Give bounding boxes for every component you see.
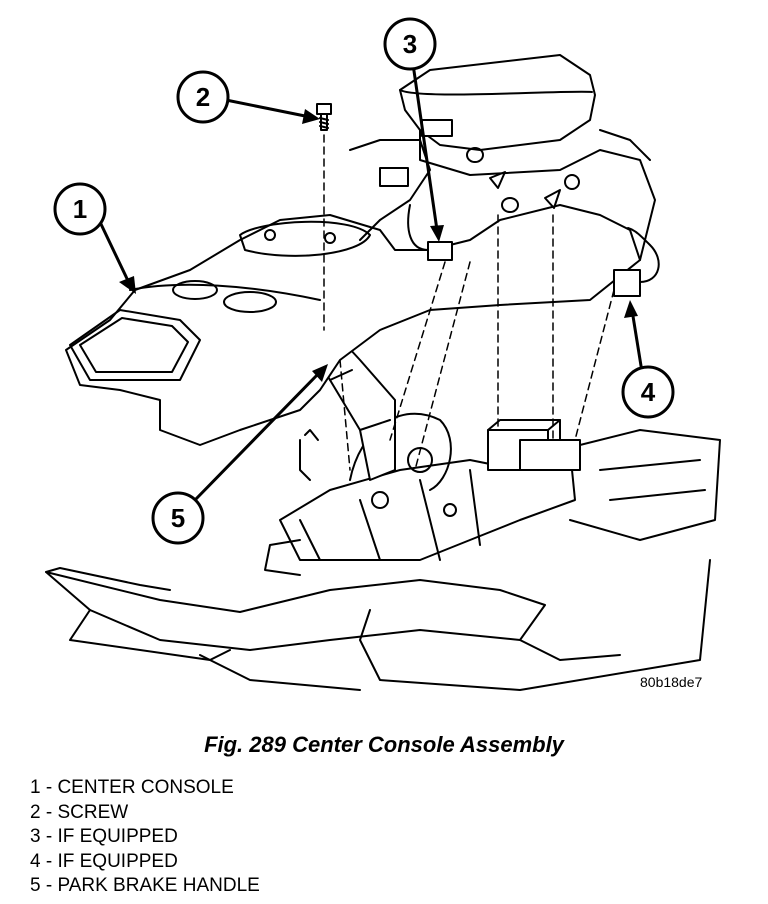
center-console <box>65 204 641 446</box>
screw <box>316 103 332 131</box>
console-bracket <box>264 412 581 576</box>
leader-2 <box>224 98 312 119</box>
legend-item-3: 3 - IF EQUIPPED <box>30 826 178 847</box>
callout-number-3: 3 <box>403 29 417 59</box>
legend-item-5: 5 - PARK BRAKE HANDLE <box>30 875 260 896</box>
connector-3 <box>407 204 453 261</box>
callout-2: 2 <box>176 70 230 124</box>
floor-pan <box>45 429 721 691</box>
console-illustration: 1 2 3 4 5 <box>45 17 721 691</box>
legend-item-4: 4 - IF EQUIPPED <box>30 850 178 872</box>
callout-number-4: 4 <box>641 377 656 407</box>
alignment-lines <box>323 134 615 471</box>
callout-number-2: 2 <box>196 82 210 112</box>
leader-3 <box>411 62 439 232</box>
leader-5 <box>193 370 322 502</box>
leader-arrows <box>98 62 644 502</box>
callout-1: 1 <box>53 182 107 236</box>
legend-item-1: 1 - CENTER CONSOLE <box>30 777 234 798</box>
callout-3: 3 <box>383 17 437 71</box>
arrow-heads <box>119 109 638 382</box>
callout-number-5: 5 <box>171 503 185 533</box>
figure-code: 80b18de7 <box>640 674 703 690</box>
leader-4 <box>630 308 644 374</box>
figure-caption: Fig. 289 Center Console Assembly <box>204 732 564 757</box>
callout-4: 4 <box>621 365 675 419</box>
callout-5: 5 <box>151 491 205 545</box>
callout-number-1: 1 <box>73 194 87 224</box>
leader-1 <box>98 220 132 287</box>
legend-item-2: 2 - SCREW <box>30 801 129 823</box>
legend-list: 1 - CENTER CONSOLE 2 - SCREW 3 - IF EQUI… <box>30 776 260 899</box>
connector-4 <box>613 227 660 297</box>
